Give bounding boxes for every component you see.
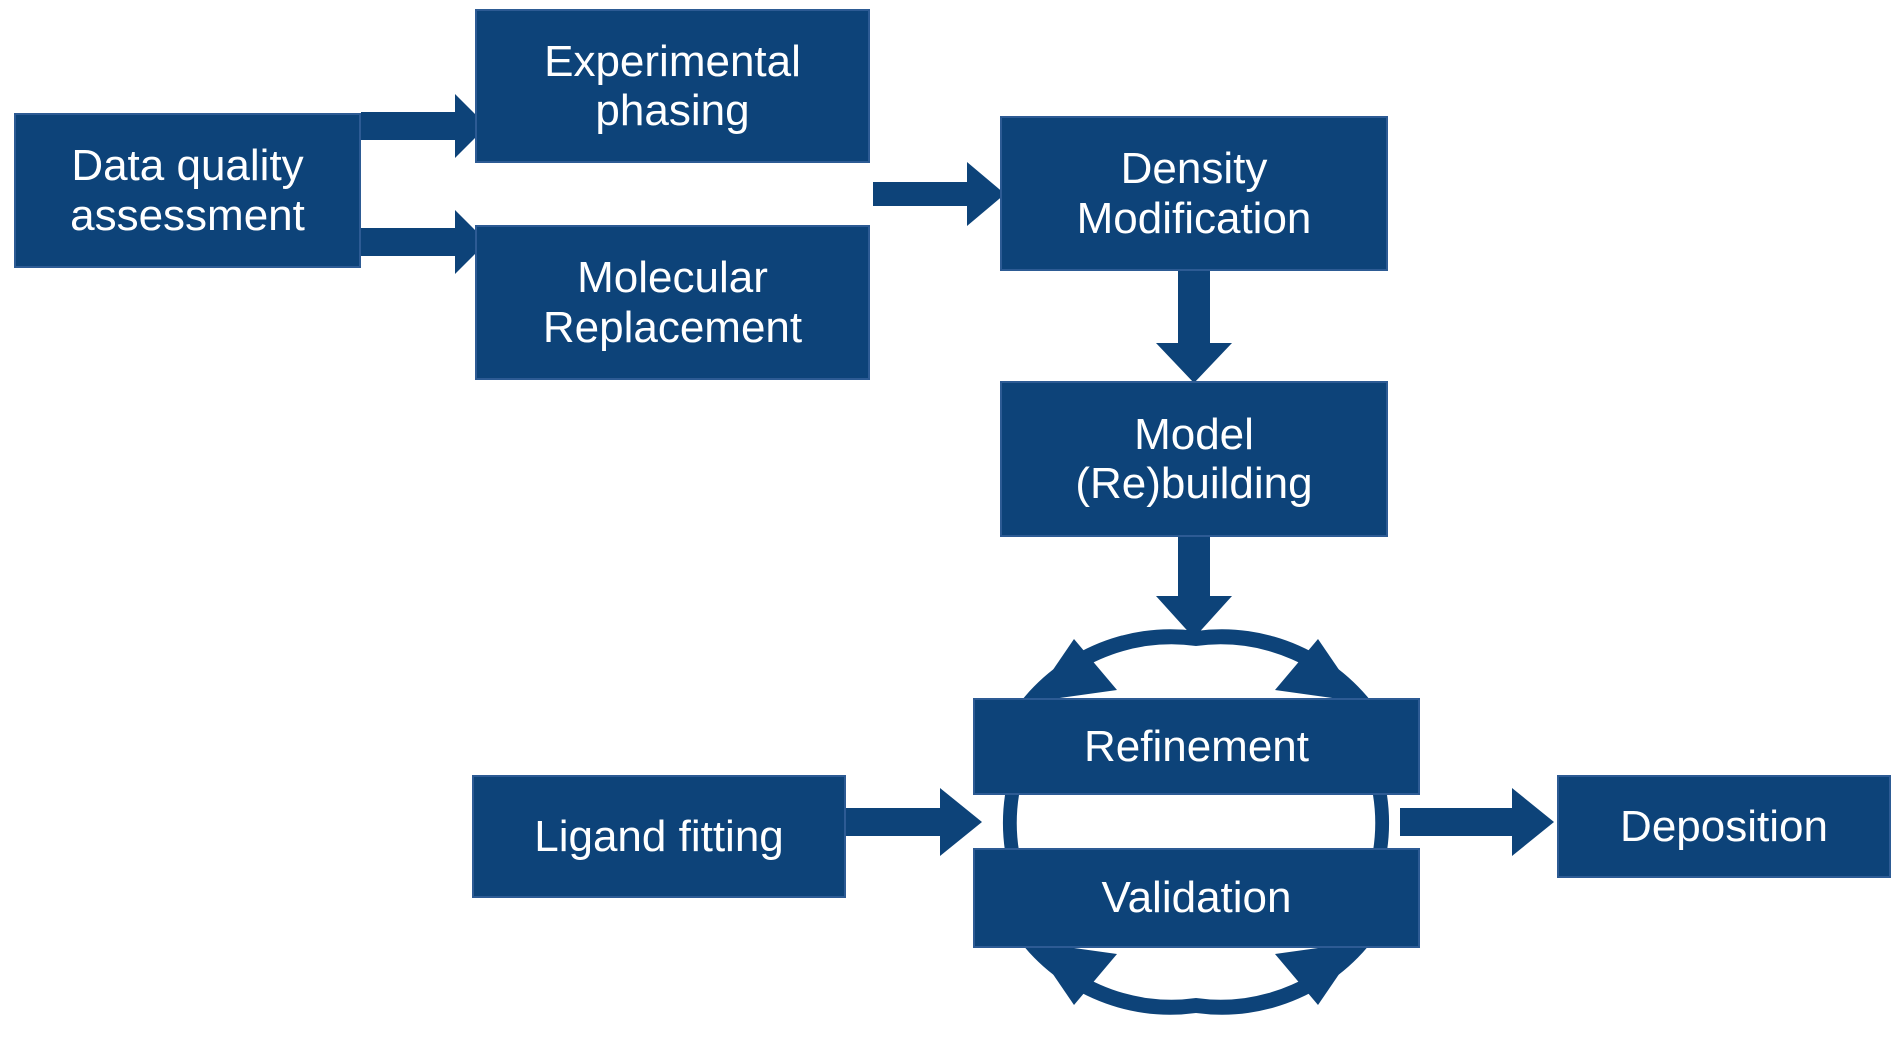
node-label-experimental-phasing: Experimental phasing xyxy=(544,36,801,135)
arrow-density-to-model-rebuilding xyxy=(1156,271,1232,383)
node-label-data-quality-assessment: Data quality assessment xyxy=(70,141,305,240)
arrow-cycle-to-deposition xyxy=(1400,788,1554,856)
cycle-top-right-arrowhead xyxy=(1275,639,1361,702)
arrow-phasing-to-density-modification xyxy=(873,162,1005,226)
node-label-validation: Validation xyxy=(1101,873,1292,923)
cycle-bottom-left-arrowhead xyxy=(1031,942,1117,1005)
node-label-refinement: Refinement xyxy=(1083,721,1309,771)
cycle-bottom-right-arrowhead xyxy=(1275,942,1361,1005)
node-molecular-replacement[interactable]: Molecular Replacement xyxy=(475,225,870,380)
node-refinement[interactable]: Refinement xyxy=(973,698,1420,795)
cycle-left-ring-segment xyxy=(1002,795,1019,851)
node-experimental-phasing[interactable]: Experimental phasing xyxy=(475,9,870,163)
node-label-deposition: Deposition xyxy=(1620,801,1828,851)
arrow-ligand-to-cycle xyxy=(846,788,982,856)
arrow-model-to-cycle xyxy=(1156,537,1232,638)
node-model-rebuilding[interactable]: Model (Re)building xyxy=(1000,381,1388,537)
node-label-model-rebuilding: Model (Re)building xyxy=(1075,409,1313,508)
cycle-top-left-arrowhead xyxy=(1031,639,1117,702)
arrow-dq-to-experimental-phasing xyxy=(361,94,487,158)
node-label-molecular-replacement: Molecular Replacement xyxy=(542,253,803,352)
node-ligand-fitting[interactable]: Ligand fitting xyxy=(472,775,846,898)
node-label-density-modification: Density Modification xyxy=(1076,144,1312,243)
node-data-quality-assessment[interactable]: Data quality assessment xyxy=(14,113,361,268)
node-deposition[interactable]: Deposition xyxy=(1557,775,1891,878)
node-validation[interactable]: Validation xyxy=(973,848,1420,948)
node-density-modification[interactable]: Density Modification xyxy=(1000,116,1388,271)
cycle-right-ring-segment xyxy=(1373,795,1390,851)
arrow-dq-to-molecular-replacement xyxy=(361,210,487,274)
node-label-ligand-fitting: Ligand fitting xyxy=(534,811,784,861)
